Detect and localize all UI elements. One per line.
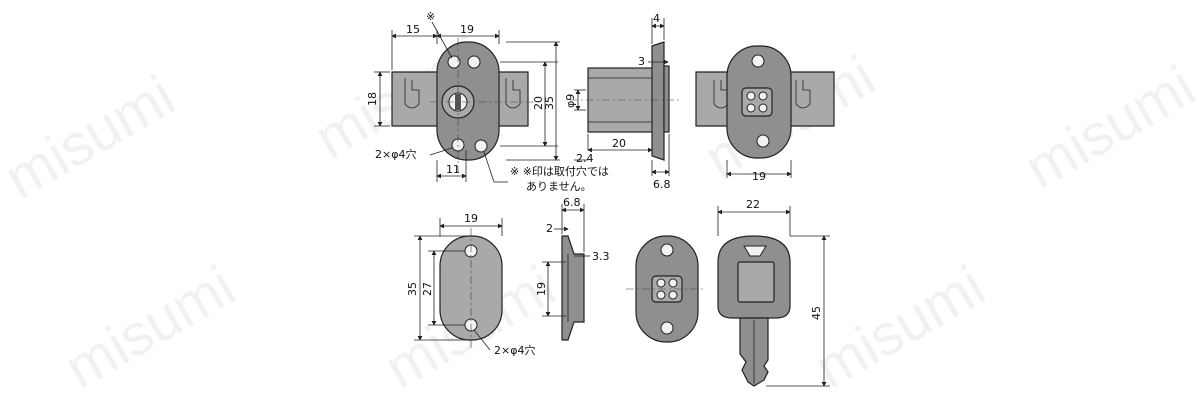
watermark-text: misumi [804, 253, 996, 400]
dim-19-strike: 19 [464, 212, 478, 225]
watermark-text: misumi [0, 63, 186, 211]
dim-15: 15 [406, 23, 420, 36]
dim-3-3: 3.3 [592, 250, 610, 263]
dim-3: 3 [638, 55, 645, 68]
latch-side-view: 4 3 φ9 20 2.4 6.8 [564, 12, 680, 191]
dim-2-4: 2.4 [576, 152, 594, 165]
mount-hole [756, 134, 770, 148]
key-view: 22 45 [717, 198, 830, 387]
strike-side-view: 6.8 2 3.3 19 [535, 196, 610, 341]
mount-hole [751, 54, 765, 68]
note-line-1: ※ ※印は取付穴では [510, 164, 609, 178]
mount-hole [474, 139, 488, 153]
strike-rear-view [626, 235, 706, 343]
dim-19-back: 19 [752, 170, 766, 183]
dim-11: 11 [446, 163, 460, 176]
strike-front-view: 19 35 27 2×φ4穴 [406, 212, 535, 357]
dim-6-8-strike: 6.8 [563, 196, 581, 209]
watermark-text: misumi [1014, 53, 1198, 201]
dim-35: 35 [543, 96, 556, 110]
dim-4: 4 [653, 12, 660, 25]
dim-18: 18 [366, 92, 379, 106]
dim-19: 19 [460, 23, 474, 36]
dim-phi9: φ9 [564, 94, 577, 108]
watermark-text: misumi [54, 253, 246, 400]
mark-note: ※ [426, 10, 435, 23]
dim-22: 22 [746, 198, 760, 211]
dim-20: 20 [532, 96, 545, 110]
dim-19-side-strike: 19 [535, 282, 548, 296]
dim-20-side: 20 [612, 137, 626, 150]
strike-holes-note: 2×φ4穴 [494, 343, 535, 357]
latch-back-view: 19 [695, 45, 835, 183]
mount-hole [447, 55, 461, 69]
mount-hole [660, 321, 674, 335]
strike-side-body [561, 235, 585, 341]
latch-flange [651, 41, 665, 161]
holes-note: 2×φ4穴 [375, 147, 416, 161]
dim-2-strike: 2 [546, 222, 553, 235]
dim-6-8: 6.8 [653, 178, 671, 191]
note-line-2: ありません。 [526, 180, 592, 193]
dim-35-strike: 35 [406, 282, 419, 296]
latch-front-view: 15 19 ※ 18 20 35 11 2×φ4穴 ※ ※印は取付穴では ありま… [366, 10, 609, 193]
mount-hole [467, 55, 481, 69]
mount-hole [660, 243, 674, 257]
dim-27-strike: 27 [421, 282, 434, 296]
dim-45: 45 [810, 306, 823, 320]
